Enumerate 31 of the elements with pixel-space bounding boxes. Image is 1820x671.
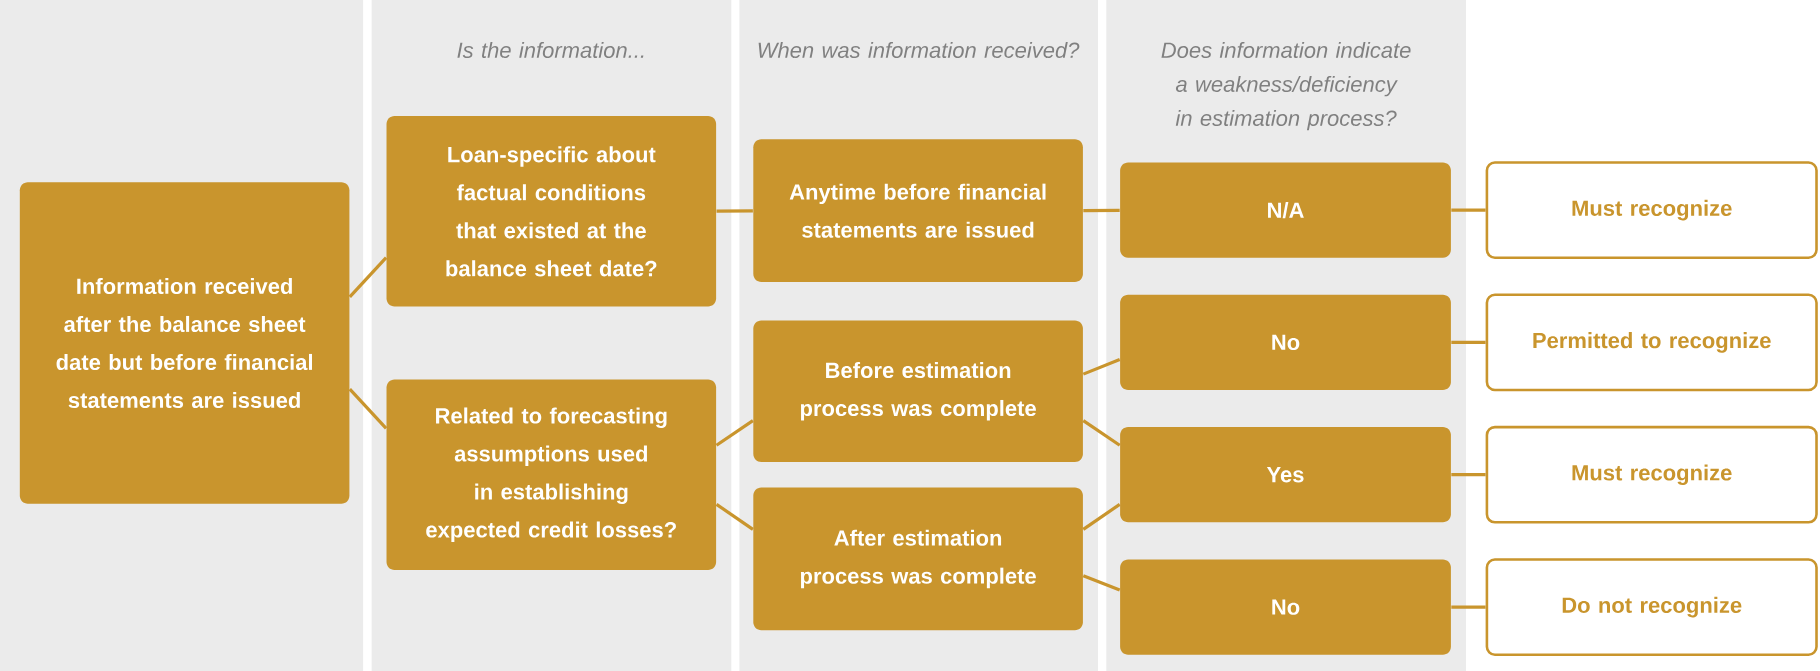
connector-line <box>1082 503 1121 531</box>
connector-line <box>1451 605 1486 609</box>
connector-line <box>1082 419 1121 447</box>
connector-line <box>1083 208 1120 213</box>
process-box: N/A <box>1120 162 1451 258</box>
process-box: Before estimation process was complete <box>753 320 1083 462</box>
column-heading: Is the information... <box>457 41 644 59</box>
connector-line <box>715 503 754 531</box>
outcome-box: Do not recognize <box>1485 558 1818 656</box>
connector-line <box>348 256 388 298</box>
connector-line <box>1451 208 1486 212</box>
column-heading: Does information indicate a weakness/deficiency in estimation process? <box>1161 41 1411 131</box>
process-box: Anytime before financial statements are issued <box>753 139 1083 283</box>
connector-line <box>1082 358 1121 376</box>
connector-line <box>715 419 754 447</box>
column-heading: When was information received? <box>758 41 1080 59</box>
outcome-box: Must recognize <box>1485 425 1818 524</box>
process-box: Yes <box>1120 427 1451 523</box>
outcome-box: Permitted to recognize <box>1485 293 1818 392</box>
process-box: After estimation process was complete <box>753 487 1083 631</box>
process-box: No <box>1120 294 1451 390</box>
connector-line <box>348 388 388 430</box>
connector-line <box>1451 473 1486 477</box>
connector-line <box>1082 574 1121 592</box>
connector-line <box>1451 340 1486 344</box>
process-box: Related to forecasting assumptions used in establishing expected credit losses? <box>386 379 717 570</box>
connector-line <box>716 209 753 213</box>
process-box: Information received after the balance sheet date but before financial statements are issued <box>19 182 350 504</box>
process-box: No <box>1120 559 1451 655</box>
outcome-box: Must recognize <box>1485 161 1818 259</box>
process-box: Loan-specific about factual conditions that existed at the balance sheet date? <box>386 116 717 307</box>
